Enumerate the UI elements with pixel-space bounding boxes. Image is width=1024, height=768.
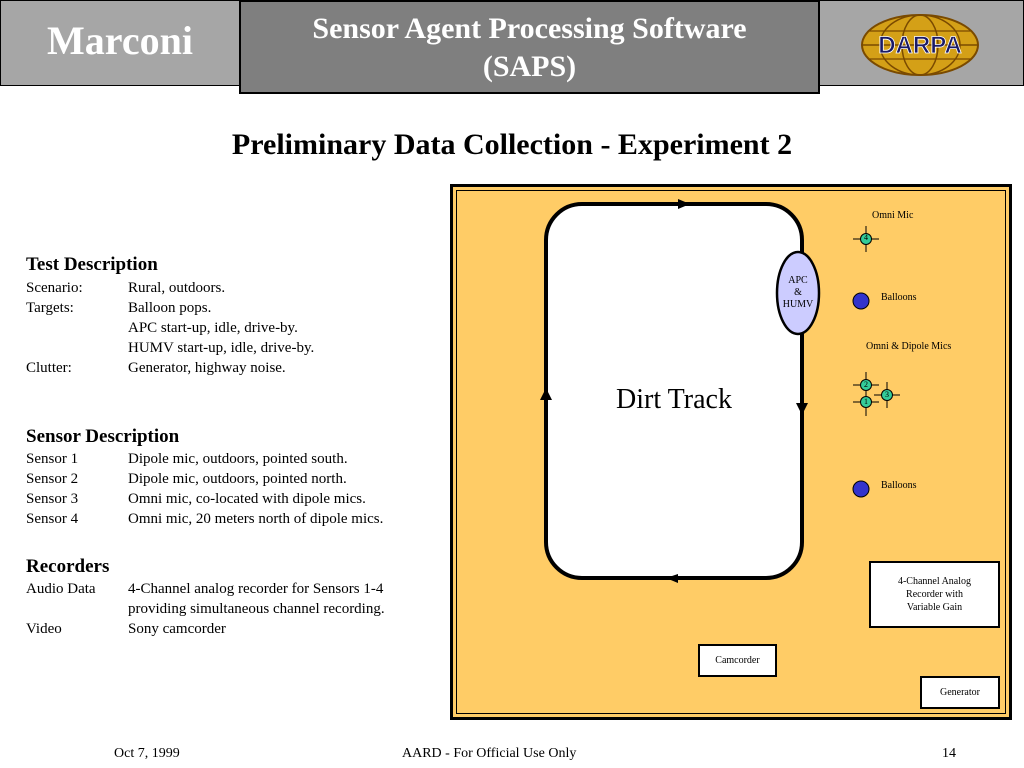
vehicle-label: APC & HUMV xyxy=(782,275,814,310)
balloons-label: Balloons xyxy=(881,292,917,303)
description-panel: Test Description Scenario:Rural, outdoor… xyxy=(26,254,446,654)
sensor-1-icon xyxy=(853,392,879,416)
list-item: Clutter:Generator, highway noise. xyxy=(26,360,286,376)
sensor-description-heading: Sensor Description xyxy=(26,426,180,447)
header-title-line1: Sensor Agent Processing Software xyxy=(312,12,747,45)
test-description-heading: Test Description xyxy=(26,254,158,275)
marconi-logo: Marconi xyxy=(47,18,193,63)
footer-center-text: AARD - For Official Use Only xyxy=(402,746,577,761)
sensor-1-label: 1 xyxy=(864,397,868,406)
list-item: Targets:Balloon pops. xyxy=(26,300,212,316)
track-arrow-up-icon xyxy=(540,388,552,400)
slide-title: Preliminary Data Collection - Experiment… xyxy=(231,128,793,161)
list-item: APC start-up, idle, drive-by. xyxy=(128,320,298,336)
recorders-heading: Recorders xyxy=(26,556,110,577)
sensor-3-icon xyxy=(874,382,900,408)
page-number: 14 xyxy=(942,746,956,761)
balloon-marker xyxy=(852,480,870,498)
test-site-diagram: Dirt Track APC & HUMV Omni Mic Balloons … xyxy=(450,184,1012,720)
sensor-2-icon xyxy=(853,372,879,398)
sensor-3-label: 3 xyxy=(885,390,889,399)
recorder-box: 4-Channel Analog Recorder with Variable … xyxy=(869,561,1000,628)
camcorder-box: Camcorder xyxy=(698,644,777,677)
darpa-logo-box: DARPA xyxy=(819,0,1024,86)
sensor-4-icon xyxy=(853,226,879,252)
footer-date: Oct 7, 1999 xyxy=(114,746,180,761)
balloon-marker xyxy=(852,292,870,310)
diagram-graphics xyxy=(540,199,900,583)
sensor-4-label: 4 xyxy=(864,233,868,242)
marconi-logo-box: Marconi xyxy=(0,0,240,86)
generator-box: Generator xyxy=(920,676,1000,709)
list-item: providing simultaneous channel recording… xyxy=(128,601,385,617)
dirt-track-label: Dirt Track xyxy=(616,384,732,415)
header-title-box: Sensor Agent Processing Software (SAPS) xyxy=(239,0,820,94)
track-arrow-down-icon xyxy=(796,403,808,415)
darpa-logo: DARPA xyxy=(861,14,979,76)
test-description-list: Scenario:Rural, outdoors. Targets:Balloo… xyxy=(26,280,446,380)
header-title-line2: (SAPS) xyxy=(482,50,577,83)
omni-mic-label: Omni Mic xyxy=(872,210,914,221)
darpa-logo-text: DARPA xyxy=(878,32,962,59)
list-item: Scenario:Rural, outdoors. xyxy=(26,280,226,296)
omni-dipole-mics-label: Omni & Dipole Mics xyxy=(866,341,952,352)
balloons-label: Balloons xyxy=(881,480,917,491)
track-arrow-left-icon xyxy=(666,574,678,583)
vehicle-marker xyxy=(775,250,821,336)
sensor-2-label: 2 xyxy=(864,380,868,389)
track-arrow-right-icon xyxy=(678,199,690,209)
list-item: HUMV start-up, idle, drive-by. xyxy=(128,340,315,356)
